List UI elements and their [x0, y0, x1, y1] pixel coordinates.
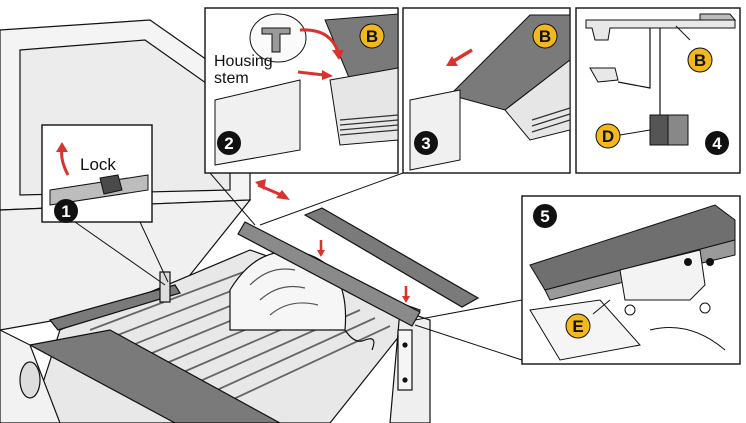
part-b-letter-panel4: B: [694, 51, 706, 70]
part-e-letter: E: [572, 317, 583, 336]
step-1-badge: [54, 199, 78, 223]
lock-knob: [99, 174, 123, 195]
tailgate-latch: [397, 329, 413, 391]
step-5-badge: [533, 204, 557, 228]
lower-clip: [589, 67, 619, 83]
side-rail-left: [48, 284, 181, 331]
part-b-badge-panel3: [532, 23, 558, 49]
part-e-badge: [565, 313, 591, 339]
part-b-letter-panel2: B: [366, 27, 378, 46]
panel-step-2: Housing stem B 2: [204, 7, 399, 174]
side-lamp: [19, 361, 41, 399]
top-profile: [585, 19, 736, 41]
loose-rail-piece: [303, 207, 480, 308]
cable: [344, 329, 375, 351]
step-3-badge: [414, 131, 438, 155]
main-scene-arrows: [255, 179, 410, 303]
insert-arrow: [297, 70, 325, 77]
part-d-letter: D: [602, 127, 614, 146]
side-rail-bottom: [28, 329, 281, 423]
rail-clamp-left: [159, 271, 171, 303]
step-2-number: 2: [224, 134, 233, 153]
step-5-number: 5: [540, 207, 549, 226]
step-4-number: 4: [712, 134, 722, 153]
lock-label: Lock: [80, 155, 116, 174]
rail-panel5: [529, 204, 736, 291]
panel-step-4: B D 4: [575, 7, 741, 174]
step-2-badge: [217, 131, 241, 155]
panel-step-1: Lock 1: [41, 124, 153, 223]
housing-stem-label-line1: Housing: [214, 53, 273, 70]
housing-body: [329, 67, 399, 146]
bracket: [619, 249, 706, 301]
panel-step-3: B 3: [402, 7, 571, 174]
step-4-badge: [705, 131, 729, 155]
slide-arrow-panel3: [451, 48, 473, 64]
part-b-letter-panel3: B: [539, 27, 551, 46]
panel-step-5: E 5: [521, 195, 741, 365]
housing-stem-label-line2: stem: [214, 70, 249, 87]
part-d-badge: [595, 123, 621, 149]
front-rail: [237, 221, 421, 327]
part-b-badge-panel4: [687, 47, 713, 73]
step-3-number: 3: [421, 134, 430, 153]
step-1-number: 1: [61, 202, 70, 221]
part-b-badge-panel2: [359, 23, 385, 49]
leader-lines: [74, 172, 523, 361]
rotate-arrow: [299, 28, 340, 53]
